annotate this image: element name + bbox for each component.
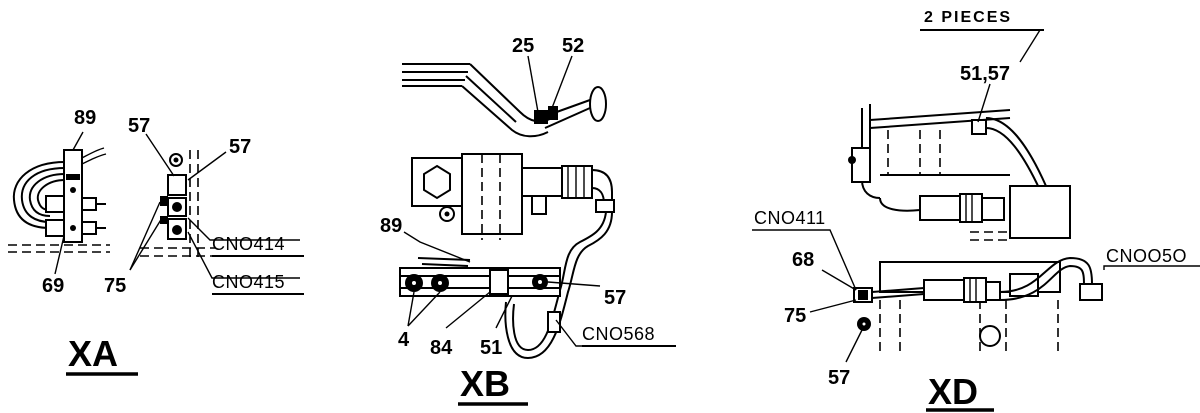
xb-upper-bracket	[402, 63, 607, 138]
xa-view-title: XA	[68, 333, 118, 374]
xd-lower-assembly	[853, 256, 1103, 354]
xb-callout-4: 4	[398, 329, 410, 351]
xd-callout-75: 75	[784, 305, 806, 327]
xd-connector-cno411: CNO411	[754, 208, 826, 228]
xd-callout-51-57: 51,57	[960, 63, 1010, 85]
xb-connector-cno568: CNO568	[582, 324, 655, 344]
xb-callout-89: 89	[380, 215, 402, 237]
xd-leaders	[752, 83, 1200, 363]
xa-callout-75: 75	[104, 275, 126, 297]
xd-connector-cnoo5o: CNOO5O	[1106, 246, 1187, 266]
xb-callout-57: 57	[604, 287, 626, 309]
xb-callout-51: 51	[480, 337, 502, 359]
xa-connector-plugs	[45, 195, 106, 237]
xa-callout-69: 69	[42, 275, 64, 297]
xa-connector-cno414: CNO414	[212, 234, 285, 254]
xd-view-title: XD	[928, 371, 978, 412]
xd-note-leader	[1019, 29, 1041, 63]
xb-clamp-rail	[399, 257, 561, 297]
xa-callout-57-left: 57	[128, 115, 150, 137]
xd-callout-68: 68	[792, 249, 814, 271]
view-xd: 2 PIECES	[752, 9, 1200, 412]
xa-callout-89: 89	[74, 107, 96, 129]
xb-callout-52: 52	[562, 35, 584, 57]
xa-callout-57-right: 57	[229, 136, 251, 158]
xb-valve-body	[411, 153, 615, 240]
xd-note-2-pieces: 2 PIECES	[924, 9, 1012, 26]
xa-wire-harness	[12, 147, 107, 229]
xa-clamp-89	[63, 149, 83, 243]
view-xa: 89 69 57 57 75 CNO414 CNO415 XA	[8, 107, 304, 376]
view-xb: 25 52 89 57 4 84 51 CNO568 XB	[380, 35, 676, 406]
xa-bracket	[160, 153, 187, 240]
xb-callout-84: 84	[430, 337, 453, 359]
xb-callout-25: 25	[512, 35, 534, 57]
xa-leaders	[54, 131, 300, 279]
xb-view-title: XB	[460, 363, 510, 404]
xd-callout-57: 57	[828, 367, 850, 389]
xa-connector-cno415: CNO415	[212, 272, 285, 292]
xd-upper-assembly	[848, 104, 1071, 241]
